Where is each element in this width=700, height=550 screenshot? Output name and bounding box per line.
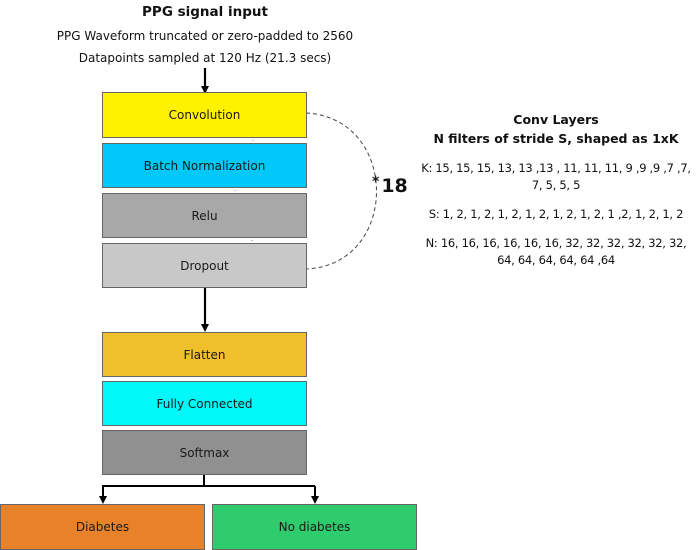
output-diabetes: Diabetes	[0, 504, 205, 550]
conv-info-title: Conv Layers	[513, 112, 599, 127]
conv-filter-counts-line1: N: 16, 16, 16, 16, 16, 16, 32, 32, 32, 3…	[425, 236, 687, 250]
layer-batch-normalization: Batch Normalization	[102, 143, 307, 188]
layer-flatten: Flatten	[102, 332, 307, 377]
input-title: PPG signal input	[142, 4, 268, 20]
conv-strides: S: 1, 2, 1, 2, 1, 2, 1, 2, 1, 2, 1, 2, 1…	[428, 207, 684, 221]
conv-info-panel: Conv Layers N filters of stride S, shape…	[412, 110, 700, 269]
layer-fully-connected: Fully Connected	[102, 381, 307, 426]
repeat-label: * 18	[372, 174, 408, 198]
layer-softmax: Softmax	[102, 430, 307, 475]
inner-dotted-links	[234, 137, 254, 244]
input-description-line2: Datapoints sampled at 120 Hz (21.3 secs)	[78, 51, 332, 65]
layer-convolution: Convolution	[102, 92, 307, 138]
softmax-split-connector	[99, 474, 319, 504]
repeat-count: 18	[381, 175, 408, 197]
conv-filter-counts-line2: 64, 64, 64, 64, 64 ,64	[497, 253, 615, 267]
output-no-diabetes: No diabetes	[212, 504, 417, 550]
repeat-star: *	[372, 174, 380, 190]
conv-kernel-sizes-line2: 7, 5, 5, 5	[531, 178, 581, 192]
layer-relu: Relu	[102, 193, 307, 238]
repeat-loop-arc	[305, 112, 377, 270]
conv-info-subtitle: N filters of stride S, shaped as 1xK	[433, 131, 679, 146]
conv-kernel-sizes-line1: K: 15, 15, 15, 13, 13 ,13 , 11, 11, 11, …	[421, 161, 691, 175]
input-description-line1: PPG Waveform truncated or zero-padded to…	[56, 29, 354, 43]
layer-dropout: Dropout	[102, 243, 307, 288]
